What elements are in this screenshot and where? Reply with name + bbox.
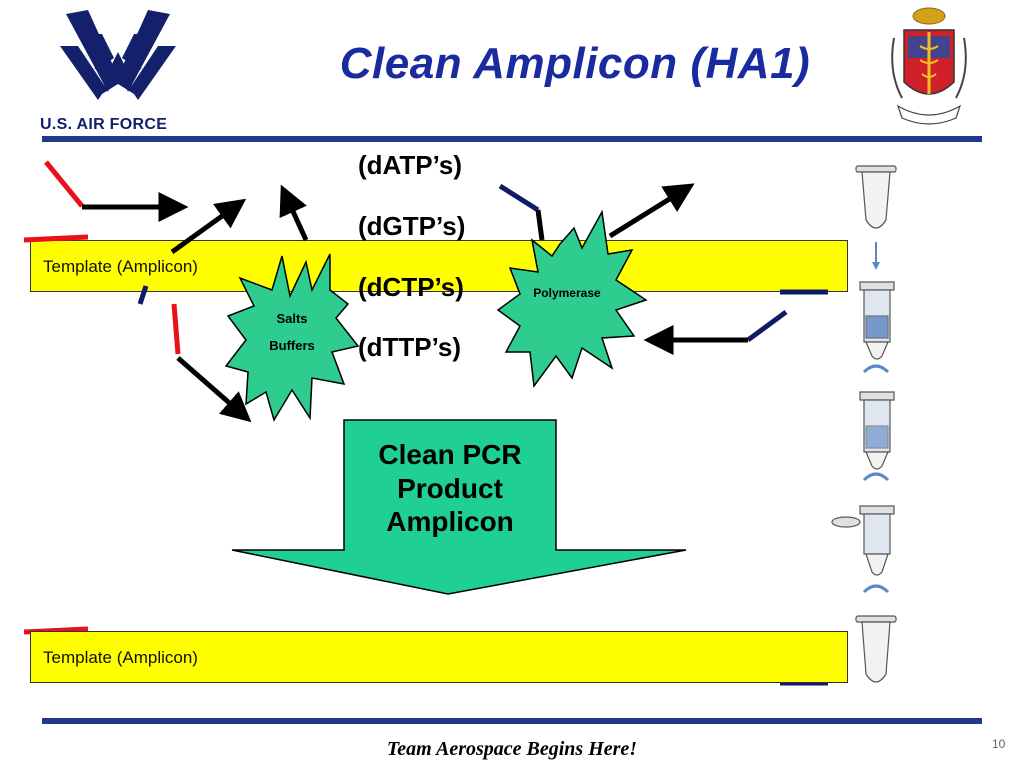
template-label-top: Template (Amplicon): [43, 257, 198, 276]
template-bar-bottom: Template (Amplicon): [30, 631, 848, 683]
buffers-label: Buffers: [269, 338, 315, 353]
primer-navy-3: [746, 309, 788, 343]
slide-title: Clean Amplicon (HA1): [339, 39, 811, 88]
salts-label: Salts: [276, 311, 308, 326]
primer-red-1: [44, 160, 84, 208]
template-bar-top: Template (Amplicon): [30, 240, 848, 292]
primer-red-3: [171, 303, 181, 355]
strand-arrow-3: [279, 184, 309, 242]
clean-product-label: Clean PCR Product Amplicon: [340, 438, 560, 539]
footer-tagline: Team Aerospace Begins Here!: [386, 738, 638, 760]
strand-arrow-4: [176, 356, 252, 423]
strand-arrow-2: [170, 198, 247, 255]
clean-line-3: Amplicon: [386, 506, 514, 538]
nucleotide-datp: (dATP’s): [358, 150, 462, 180]
slide-number: 10: [992, 737, 1006, 751]
template-label-bottom: Template (Amplicon): [43, 648, 198, 667]
medical-crest-logo: [891, 7, 967, 125]
clean-product-arrow: [231, 419, 687, 595]
strand-segment: [535, 209, 545, 241]
clean-line-1: Clean PCR: [378, 439, 522, 470]
nucleotide-dgtp: (dGTP’s): [358, 211, 466, 241]
clean-line-2: Product: [397, 472, 503, 504]
microtube-icon-1: [855, 165, 897, 229]
footer-divider: [42, 718, 982, 724]
spin-column-icon-1: [859, 281, 895, 360]
header-divider: [42, 136, 982, 142]
primer-navy-1: [498, 183, 540, 213]
polymerase-starburst: [496, 209, 648, 388]
spin-column-icon-2: [859, 391, 895, 470]
salts-starburst: [224, 253, 360, 422]
air-force-wordmark: U.S. AIR FORCE: [40, 116, 168, 133]
air-force-wings-logo: [60, 10, 176, 100]
spin-column-workflow: [831, 165, 897, 683]
polymerase-label: Polymerase: [533, 286, 601, 300]
primer-red-2: [23, 234, 89, 243]
microtube-icon-2: [855, 615, 897, 683]
primer-navy-4: [137, 285, 149, 305]
nucleotide-dttp: (dTTP’s): [358, 332, 462, 362]
nucleotide-dctp: (dCTP’s): [358, 272, 464, 302]
spin-column-icon-3: [831, 505, 895, 576]
strand-arrow-5: [608, 183, 695, 239]
